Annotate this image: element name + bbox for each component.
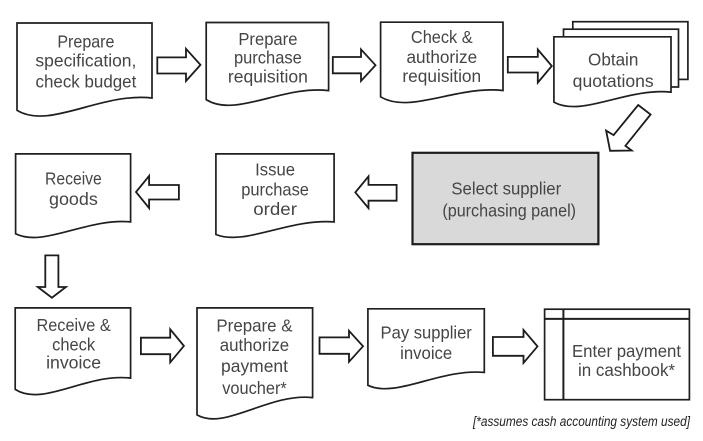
svg-text:in cashbook*: in cashbook*	[578, 360, 675, 380]
svg-text:purchase: purchase	[234, 47, 302, 67]
svg-text:authorize: authorize	[220, 335, 289, 355]
svg-text:[*assumes cash accounting syst: [*assumes cash accounting system used]	[472, 414, 691, 430]
svg-text:Obtain: Obtain	[588, 50, 638, 70]
svg-text:(purchasing panel): (purchasing panel)	[442, 200, 576, 220]
svg-text:Check &: Check &	[411, 27, 473, 47]
svg-text:specification,: specification,	[35, 51, 136, 71]
svg-text:Pay supplier: Pay supplier	[381, 323, 473, 343]
svg-text:invoice: invoice	[46, 353, 101, 373]
svg-text:authorize: authorize	[406, 47, 477, 67]
svg-text:order: order	[253, 199, 297, 219]
svg-text:Receive &: Receive &	[37, 315, 112, 335]
svg-text:invoice: invoice	[400, 343, 452, 363]
svg-text:Enter payment: Enter payment	[572, 341, 681, 361]
svg-text:purchase: purchase	[241, 179, 309, 199]
svg-text:Prepare: Prepare	[238, 29, 297, 49]
svg-text:voucher*: voucher*	[222, 378, 287, 398]
svg-text:goods: goods	[49, 189, 98, 209]
svg-text:Prepare &: Prepare &	[216, 316, 293, 336]
svg-text:check: check	[52, 335, 95, 355]
svg-text:Prepare: Prepare	[57, 32, 114, 52]
svg-text:requisition: requisition	[228, 67, 308, 87]
svg-text:Receive: Receive	[45, 169, 102, 189]
svg-text:Issue: Issue	[255, 160, 295, 180]
svg-text:requisition: requisition	[402, 66, 481, 86]
svg-text:Select supplier: Select supplier	[451, 178, 561, 198]
svg-text:payment: payment	[221, 356, 288, 376]
svg-text:quotations: quotations	[573, 71, 654, 91]
svg-text:check budget: check budget	[36, 71, 137, 91]
